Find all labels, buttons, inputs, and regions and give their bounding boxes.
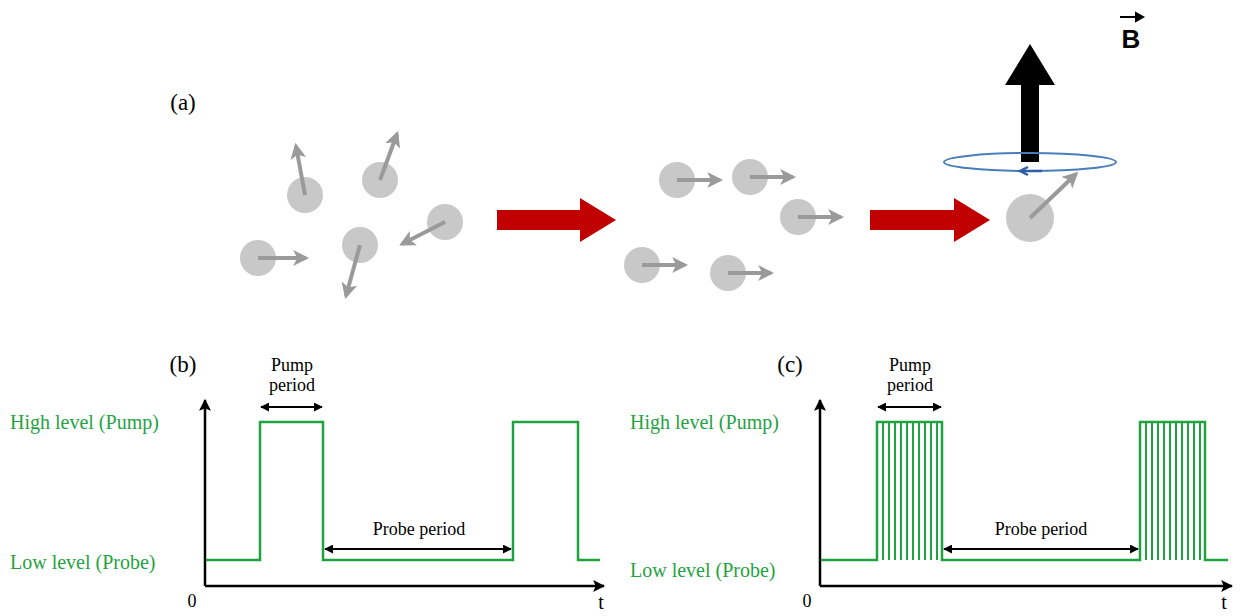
pulse-waveform: [206, 422, 600, 560]
panel-label: (c): [777, 352, 803, 378]
vector-arrow: [1120, 13, 1143, 21]
red-arrow: [870, 198, 990, 242]
period-arrows: [261, 407, 1138, 549]
axis-label: t: [598, 591, 604, 613]
spin-arrows: [258, 134, 445, 296]
modulation-stripes: [883, 422, 1200, 560]
period-label: Pump period: [875, 355, 945, 395]
axis-label: t: [1221, 591, 1227, 613]
level-label: Low level (Probe): [10, 551, 156, 573]
axis-origin: 0: [188, 591, 197, 611]
axis-origin: 0: [803, 591, 812, 611]
aligned-spins: [624, 159, 816, 291]
spin-arrows: [642, 177, 841, 273]
precession-orbit: [944, 153, 1116, 171]
red-arrow: [497, 198, 616, 242]
period-label: Pump period: [257, 355, 327, 395]
field-symbol: B: [1122, 25, 1141, 54]
pulse-waveform: [821, 422, 1228, 560]
random-spins: [240, 162, 463, 276]
level-label: High level (Pump): [10, 411, 159, 433]
level-label: Low level (Probe): [630, 559, 776, 581]
axes: [205, 400, 1232, 586]
panel-label: (a): [170, 90, 196, 116]
period-label: Probe period: [373, 519, 465, 539]
period-label: Probe period: [995, 519, 1087, 539]
magnetic-field-arrow: [1005, 44, 1055, 162]
precession-direction: [1020, 167, 1042, 175]
panel-label: (b): [170, 352, 197, 378]
level-label: High level (Pump): [630, 411, 779, 433]
spin-arrow: [1030, 174, 1076, 218]
